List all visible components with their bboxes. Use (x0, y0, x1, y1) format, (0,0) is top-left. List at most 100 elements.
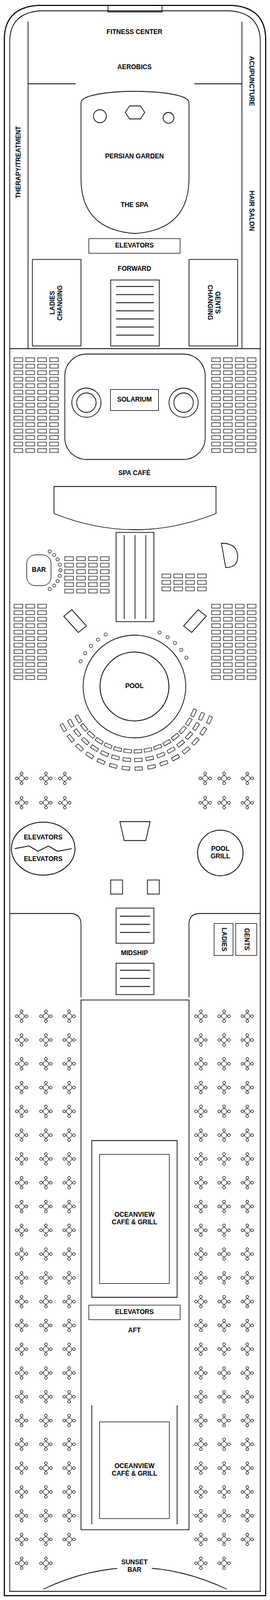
lounger (235, 675, 245, 679)
chair (245, 1341, 249, 1345)
chair (222, 1042, 226, 1045)
chair (19, 1279, 23, 1283)
chair (44, 780, 47, 784)
table (221, 1558, 227, 1565)
table (198, 1297, 204, 1304)
chair (49, 1037, 52, 1041)
chair (67, 1303, 71, 1307)
lounger (211, 389, 221, 394)
chair (67, 1483, 71, 1487)
chair (49, 1156, 52, 1159)
chair (227, 1512, 231, 1516)
table (66, 1107, 72, 1113)
table (221, 1440, 227, 1446)
lounger (247, 642, 256, 647)
lounger (247, 629, 256, 634)
lounger (14, 376, 23, 381)
lounger (173, 586, 183, 591)
lounger (25, 629, 35, 634)
chair (194, 1322, 198, 1326)
table (221, 1155, 227, 1161)
chair (245, 1151, 249, 1154)
lounger (211, 629, 221, 634)
chair (194, 1417, 198, 1421)
chair (222, 1388, 226, 1392)
chair (68, 775, 71, 779)
spa-cafe-counter (54, 486, 216, 530)
lounger (247, 402, 256, 407)
table (66, 1083, 72, 1090)
lounger (235, 428, 245, 433)
chair (19, 1365, 23, 1368)
table (198, 1012, 204, 1018)
lounger (223, 435, 233, 440)
chair (19, 1056, 23, 1059)
node-label: OCEANVIEW CAFÉ & GRILL (111, 1461, 158, 1477)
table (198, 1036, 204, 1042)
lounger (76, 575, 86, 580)
whirlpool (71, 387, 101, 417)
table (43, 1083, 49, 1090)
chair (250, 1298, 254, 1302)
node-label: ELEVATORS (23, 854, 63, 863)
lounger (247, 415, 256, 420)
chair (44, 1303, 47, 1307)
table (221, 1036, 227, 1042)
chair (44, 805, 47, 808)
chair (198, 775, 202, 779)
lounger (247, 363, 256, 368)
lounger (14, 402, 23, 407)
chair (245, 1198, 249, 1202)
lounger (211, 428, 221, 433)
chair (62, 1488, 66, 1492)
table (66, 1392, 72, 1399)
lounger (223, 389, 233, 394)
chair (67, 1018, 71, 1022)
chair (250, 1441, 254, 1444)
chair (194, 1560, 198, 1563)
chair (15, 1179, 18, 1183)
lounger (178, 725, 187, 733)
chair (67, 1042, 71, 1045)
chair (67, 1080, 71, 1083)
chair (24, 1298, 28, 1302)
chair (217, 1061, 221, 1064)
lounger (88, 556, 98, 560)
table (43, 1345, 49, 1351)
chair (44, 1388, 47, 1392)
chair (24, 1417, 28, 1421)
chair (240, 1084, 244, 1088)
table (198, 1487, 204, 1494)
table (244, 1202, 251, 1208)
chair (245, 1293, 249, 1297)
chair (245, 1056, 249, 1059)
chair (194, 1013, 198, 1017)
chair (19, 1127, 23, 1131)
chair (240, 1274, 244, 1278)
chair (19, 1232, 23, 1235)
chair (72, 1536, 76, 1539)
table (244, 1178, 251, 1185)
chair (222, 1184, 226, 1188)
lounger (14, 655, 23, 660)
chair (204, 1084, 207, 1088)
lounger (49, 357, 59, 362)
area-label: HAIR SALON (247, 189, 255, 233)
chair (44, 1555, 47, 1558)
chair (204, 1488, 207, 1492)
chair (44, 1460, 47, 1463)
midship-stairs (116, 907, 154, 943)
seat (89, 643, 93, 647)
chair (222, 1137, 226, 1140)
chair (39, 1512, 43, 1516)
chair (49, 1298, 52, 1302)
lounger (37, 396, 47, 401)
chair (245, 1232, 249, 1235)
chair (245, 1374, 249, 1378)
chair (19, 1564, 23, 1568)
garden-feature (125, 105, 145, 119)
chair (204, 1560, 207, 1563)
chair (222, 1175, 226, 1178)
lounger (185, 579, 195, 584)
table (18, 1060, 25, 1066)
